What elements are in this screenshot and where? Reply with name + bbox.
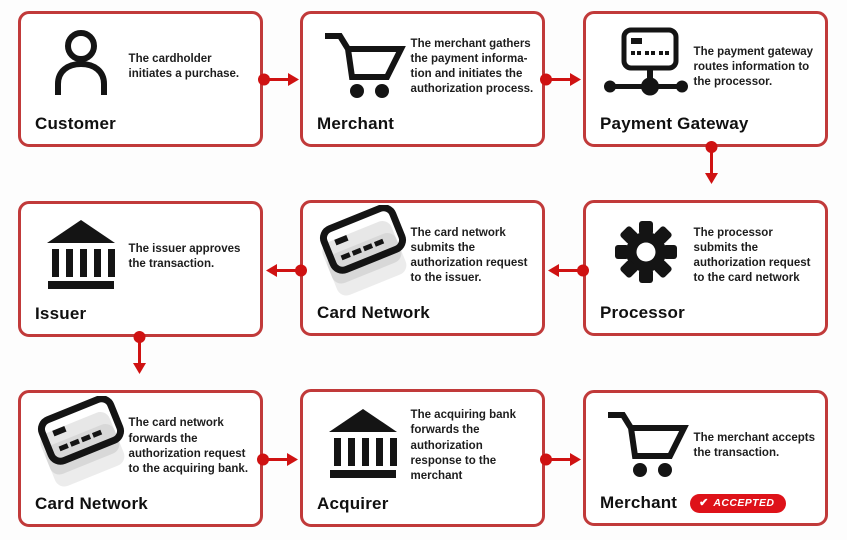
arrow-processor-to-card-network <box>548 264 589 277</box>
node-processor: The processor submits the authorization … <box>583 200 828 336</box>
node-title: Processor <box>600 303 685 322</box>
bank-icon <box>31 209 131 297</box>
node-acquirer: The acquiring bank forwards the authoriz… <box>300 389 545 527</box>
shopping-cart-icon <box>596 398 696 486</box>
node-customer: The cardholder initiates a purchase. Cus… <box>18 11 263 147</box>
check-icon: ✔ <box>699 496 709 509</box>
accepted-badge: ✔ ACCEPTED <box>690 493 787 513</box>
gear-icon <box>596 208 696 296</box>
node-description: The card network submits the authorizati… <box>410 226 528 285</box>
node-description: The merchant accepts the transaction. <box>693 432 815 460</box>
payment-terminal-network-icon <box>596 19 696 107</box>
accepted-badge-label: ACCEPTED <box>713 496 775 509</box>
node-title: Customer <box>35 114 116 133</box>
arrow-issuer-to-card-network <box>133 331 146 374</box>
arrow-acquirer-to-merchant <box>540 453 581 466</box>
node-title: Issuer <box>35 304 87 323</box>
node-description: The merchant gathers the payment informa… <box>410 37 534 96</box>
person-icon <box>31 19 131 107</box>
node-description: The issuer approves the transaction. <box>128 243 241 271</box>
node-card-network-2: The card network forwards the authorizat… <box>18 390 263 527</box>
credit-card-icon <box>31 395 131 487</box>
node-card-network: The card network submits the authorizati… <box>300 200 545 336</box>
node-description: The payment gateway routes information t… <box>693 45 814 88</box>
node-title: Card Network <box>317 303 430 322</box>
node-title: Merchant <box>600 493 678 512</box>
node-issuer: The issuer approves the transaction. Iss… <box>18 201 263 337</box>
arrow-gateway-to-processor <box>705 141 718 184</box>
node-title: Acquirer <box>317 494 389 513</box>
node-title: Merchant <box>317 114 395 133</box>
node-description: The acquiring bank forwards the authoriz… <box>410 409 516 482</box>
node-description: The processor submits the authorization … <box>693 226 811 285</box>
credit-card-icon <box>313 205 413 296</box>
node-merchant-accepted: The merchant accepts the transaction. Me… <box>583 390 828 526</box>
arrow-card-network-to-issuer <box>266 264 307 277</box>
node-merchant: The merchant gathers the payment informa… <box>300 11 545 147</box>
arrow-merchant-to-gateway <box>540 73 581 86</box>
arrow-card-network-to-acquirer <box>257 453 298 466</box>
node-title: Card Network <box>35 494 148 513</box>
node-title: Payment Gateway <box>600 114 749 133</box>
node-payment-gateway: The payment gateway routes information t… <box>583 11 828 147</box>
shopping-cart-icon <box>313 19 413 107</box>
node-description: The card network forwards the authorizat… <box>128 417 249 475</box>
bank-icon <box>313 397 413 487</box>
arrow-customer-to-merchant <box>258 73 299 86</box>
node-description: The cardholder initiates a purchase. <box>128 53 240 81</box>
